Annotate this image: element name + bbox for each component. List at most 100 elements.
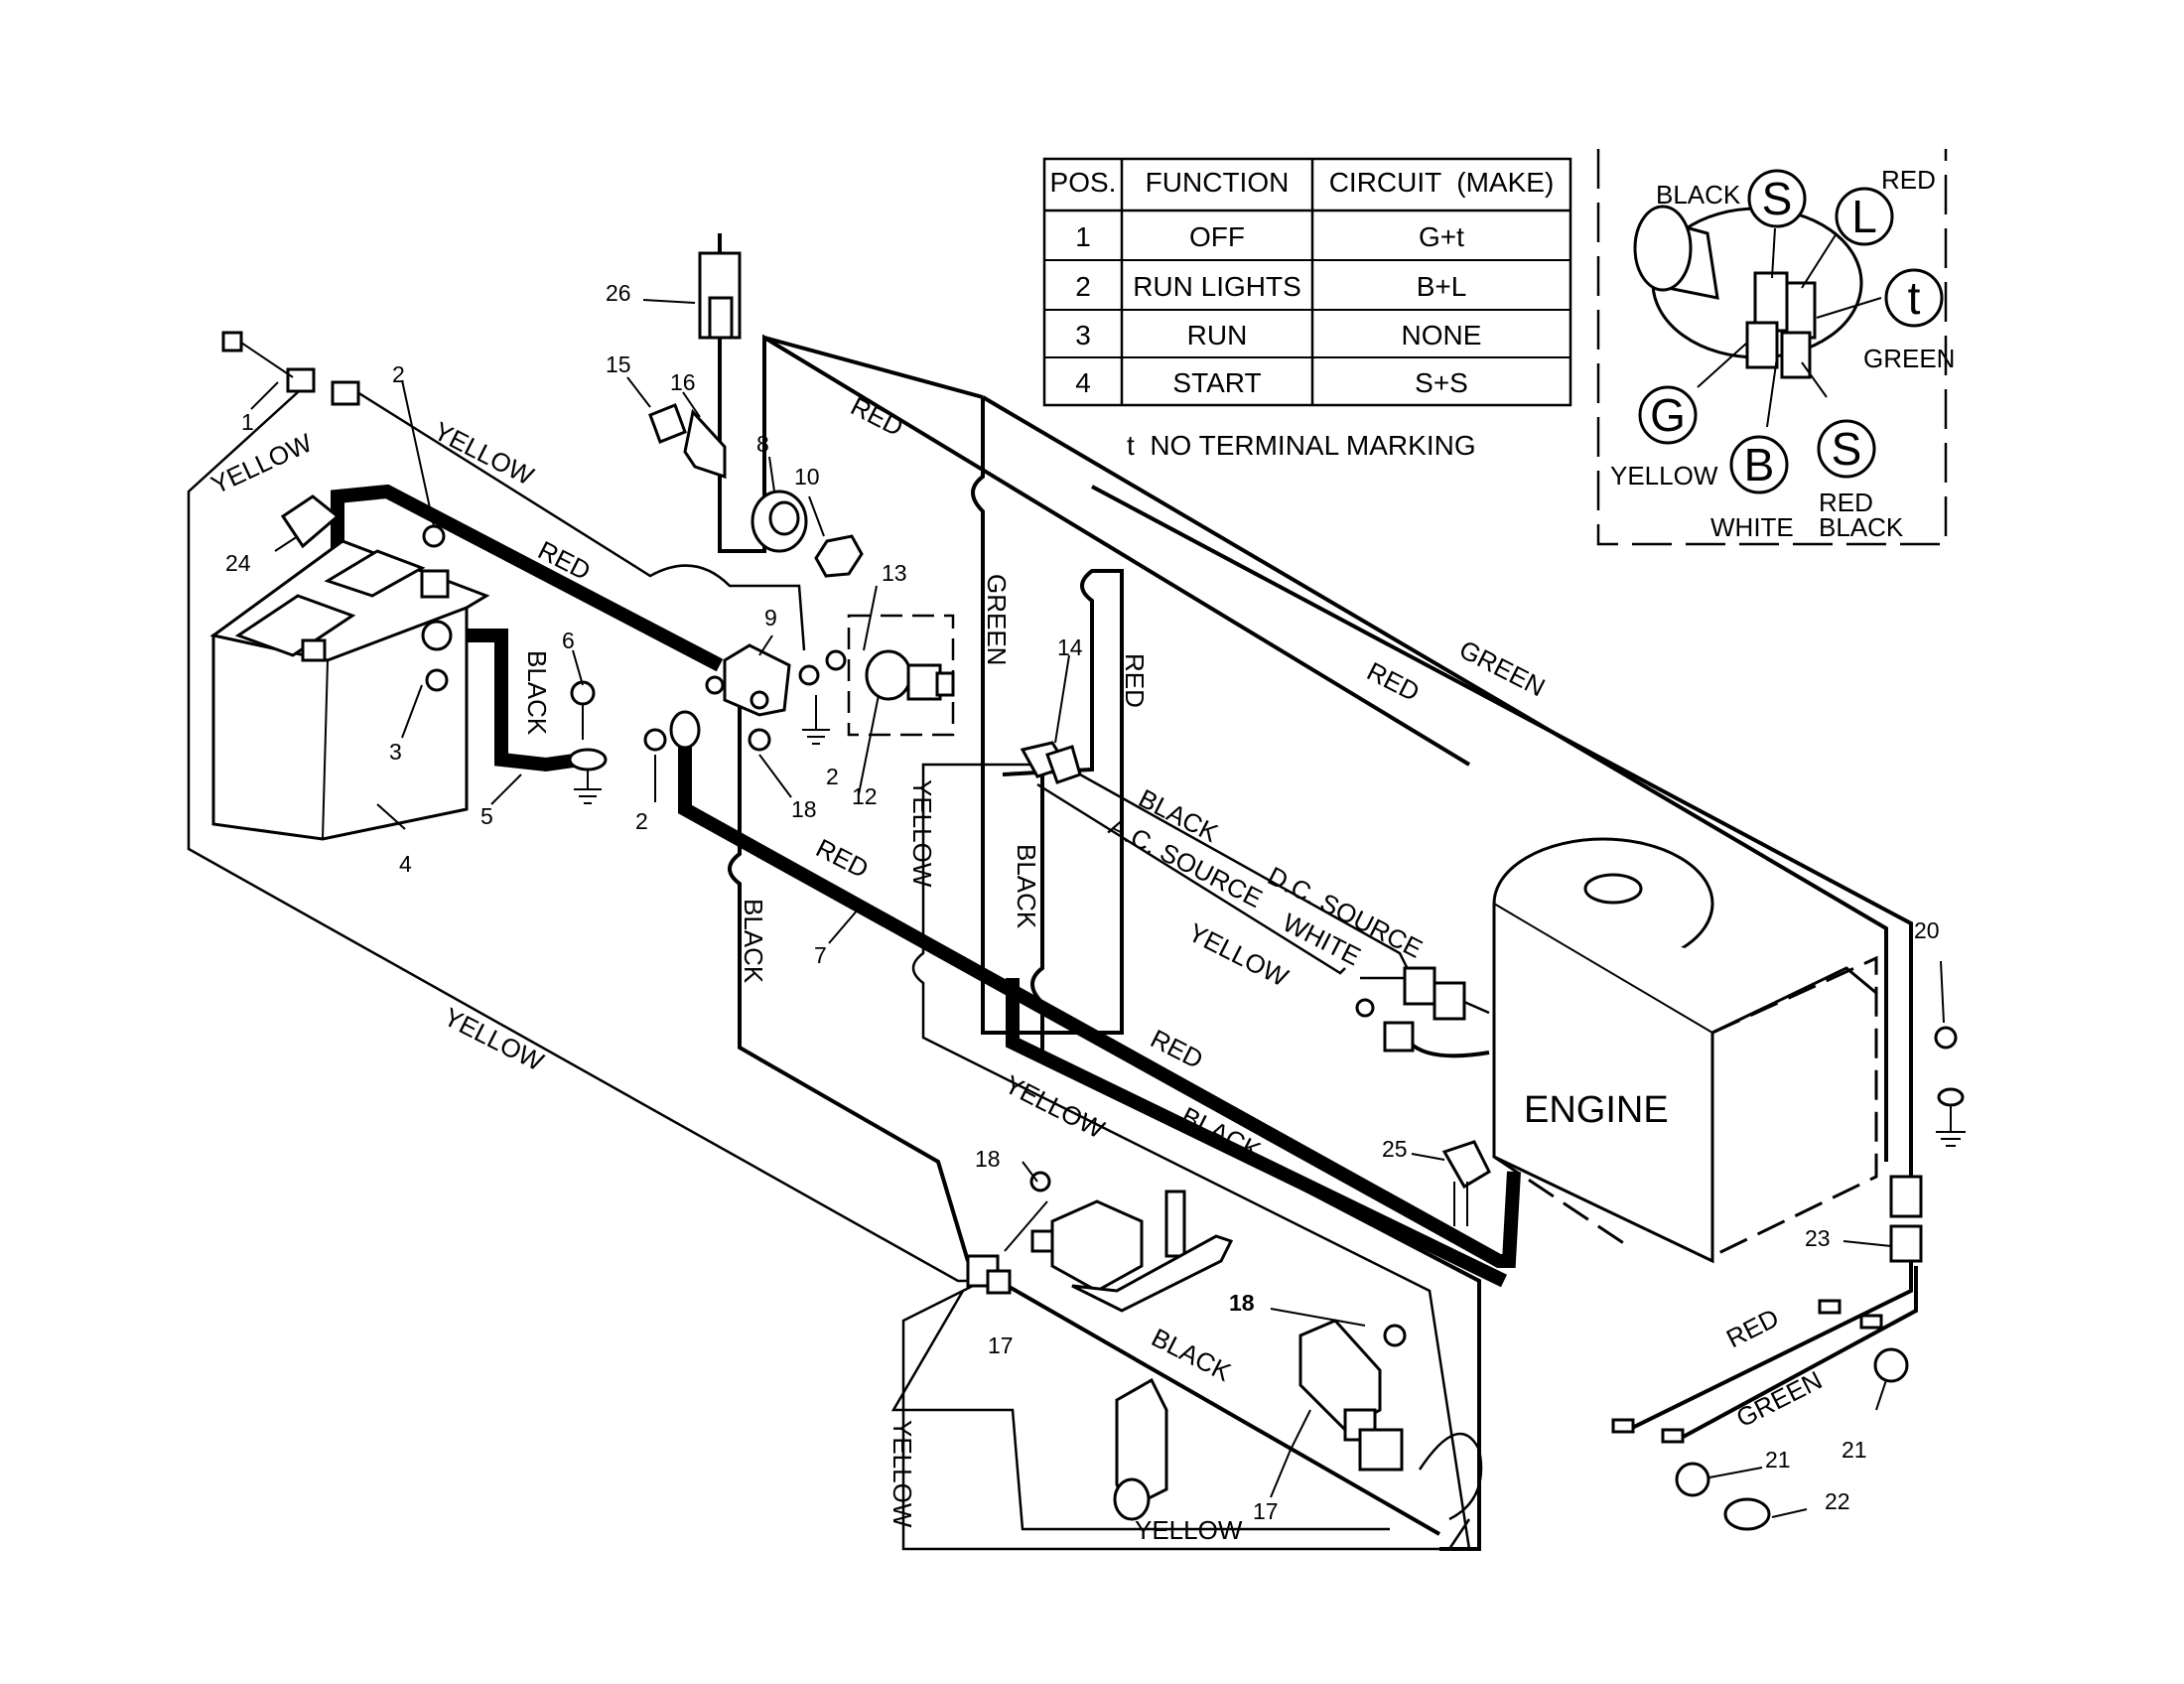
table-cell-2-pos: 2 (1075, 271, 1091, 302)
switch-label-yellow: YELLOW (1610, 461, 1718, 491)
table-header-function: FUNCTION (1146, 167, 1290, 198)
connector-solenoid (966, 1254, 1012, 1295)
table-cell-4-function: START (1172, 367, 1261, 398)
ground-20 (1934, 1026, 1966, 1147)
callout-21-right: 21 (1842, 1437, 1867, 1463)
ground-terminal-5 (568, 748, 608, 804)
green-wire-diag (1091, 485, 1913, 1187)
solenoid-9 (705, 643, 791, 717)
bracket-26 (698, 251, 742, 340)
engine-connector (1355, 966, 1466, 1052)
yellow-wire-top (356, 390, 806, 651)
leader-lines (250, 299, 1945, 1518)
label-red-diag: RED (1362, 656, 1425, 708)
label-yellow-1: YELLOW (206, 427, 317, 499)
table-header-circuit: CIRCUIT (MAKE) (1329, 167, 1555, 198)
callout-3: 3 (389, 739, 402, 765)
switch-label-black: BLACK (1656, 180, 1741, 210)
table-cell-4-pos: 4 (1075, 367, 1091, 398)
callout-20: 20 (1914, 917, 1940, 943)
bulb-22 (1723, 1497, 1771, 1531)
label-green-1: GREEN (982, 574, 1012, 665)
label-green-lights: GREEN (1731, 1365, 1827, 1434)
black-cable-lower (1006, 978, 1508, 1288)
light-red-wire (1627, 1261, 1913, 1432)
ac-source-wire (1036, 782, 1346, 975)
black-ground-cable (437, 629, 582, 772)
callout-8: 8 (756, 431, 769, 457)
callout-4: 4 (399, 851, 412, 877)
label-red-2: RED (1120, 653, 1150, 708)
callout-13: 13 (882, 560, 907, 586)
light-green-wire (1677, 1266, 1918, 1442)
bolt-18-left (748, 728, 771, 752)
terminal-g: G (1650, 389, 1686, 441)
label-yellow-engine: YELLOW (1183, 917, 1294, 993)
callout-2-top: 2 (392, 361, 405, 387)
engine (1492, 837, 1878, 1264)
bolt-6 (570, 680, 596, 740)
red-wire-loop (981, 395, 1888, 1162)
connector-1 (221, 331, 360, 406)
label-red-top: RED (846, 391, 908, 443)
switch-label-green: GREEN (1863, 344, 1955, 373)
headlight-21-left (1675, 1462, 1710, 1497)
seat-switch-17 (1029, 1171, 1234, 1313)
brake-switch (1113, 1377, 1168, 1521)
green-wire-loop (971, 397, 1124, 1035)
callout-16: 16 (670, 369, 696, 395)
yellow-wire-bottom2 (890, 1290, 1390, 1531)
headlight-21-right (1873, 1347, 1909, 1383)
callout-5: 5 (480, 803, 493, 829)
battery (209, 539, 490, 841)
table-cell-2-function: RUN LIGHTS (1133, 271, 1301, 302)
callout-2-low: 2 (635, 808, 648, 834)
callout-18-left: 18 (791, 796, 817, 822)
bolt-3 (425, 668, 449, 692)
callout-2-mid: 2 (826, 764, 839, 789)
label-yellow-left-diag: YELLOW (439, 1002, 549, 1077)
callout-22: 22 (1825, 1488, 1850, 1514)
callout-24: 24 (225, 550, 251, 576)
label-yellow-bottom: YELLOW (1135, 1515, 1243, 1545)
yellow-wire-bottom (901, 1279, 1471, 1551)
black-wire-vert (728, 695, 970, 1262)
nut-2-top (420, 524, 450, 599)
red-wire-2 (763, 336, 984, 399)
label-yellow-bottom-vert: YELLOW (887, 1420, 917, 1528)
callout-18-mid: 18 (975, 1146, 1001, 1172)
label-yellow-vert: YELLOW (907, 779, 937, 888)
ring-terminal (669, 710, 701, 750)
callout-15: 15 (606, 351, 631, 377)
label-black-vert-2: BLACK (739, 899, 768, 984)
label-black-vert-1: BLACK (1012, 844, 1041, 929)
label-red-cable7: RED (811, 833, 874, 885)
label-black-ground: BLACK (522, 650, 552, 736)
engine-harness (1408, 1041, 1490, 1058)
callout-25: 25 (1382, 1136, 1408, 1162)
callout-10: 10 (794, 464, 820, 490)
terminal-s-top: S (1762, 173, 1793, 224)
clip-16 (683, 408, 727, 480)
terminal-b: B (1744, 439, 1775, 491)
dc-source-wire (1061, 763, 1412, 974)
label-black-mid: BLACK (1147, 1323, 1236, 1388)
label-red-lights: RED (1721, 1303, 1784, 1354)
table-cell-4-circuit: S+S (1415, 367, 1468, 398)
callout-26: 26 (606, 280, 631, 306)
callout-21-left: 21 (1765, 1447, 1791, 1473)
callout-18-right: 18 (1229, 1290, 1255, 1316)
switch-label-red-black-black: BLACK (1819, 512, 1904, 542)
table-cell-3-circuit: NONE (1402, 320, 1482, 351)
callout-1: 1 (241, 409, 254, 435)
table-cell-1-pos: 1 (1075, 221, 1091, 252)
key-15 (648, 403, 687, 444)
terminal-l: L (1851, 191, 1877, 242)
label-green-diag: GREEN (1454, 634, 1550, 703)
table-header-pos: POS. (1050, 167, 1117, 198)
table-cell-3-function: RUN (1187, 320, 1248, 351)
pto-switch-17 (1298, 1319, 1407, 1472)
switch-label-red-black-red: RED (1819, 488, 1873, 517)
table-footnote: t NO TERMINAL MARKING (1127, 430, 1476, 461)
